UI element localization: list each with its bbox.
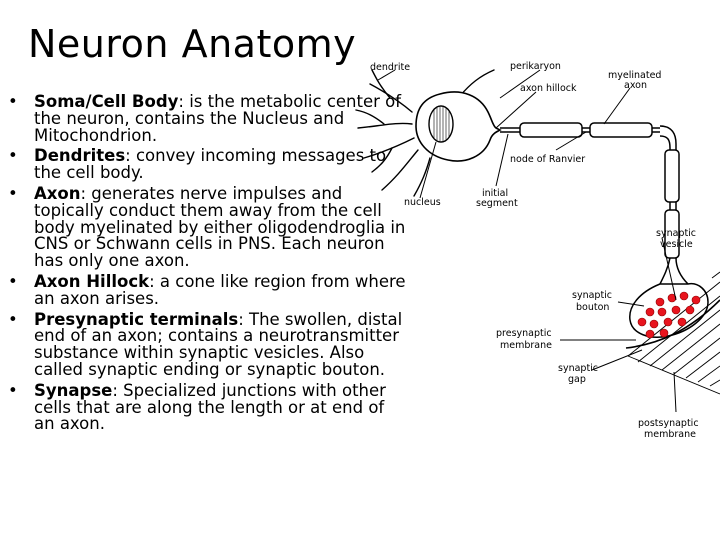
dendrite-branches: [355, 69, 495, 197]
nucleus-stipple: [433, 107, 450, 141]
bullet-dendrites: • Dendrites: convey incoming messages to …: [8, 146, 408, 183]
bullet-dot: •: [8, 380, 18, 400]
slide-title: Neuron Anatomy: [28, 22, 357, 66]
label-synaptic-gap-1: synaptic: [558, 363, 598, 374]
term-axon: Axon: [34, 183, 81, 203]
postsynaptic-membrane-edge: [625, 299, 720, 349]
term-synapse: Synapse: [34, 380, 113, 400]
bullet-axon: • Axon: generates nerve impulses and topi…: [8, 183, 408, 271]
label-axon-hillock: axon hillock: [520, 83, 577, 94]
label-synaptic-vesicle-1: synaptic: [656, 228, 696, 239]
label-nucleus: nucleus: [404, 197, 441, 208]
synaptic-vesicles: [637, 291, 701, 339]
label-initial-2: segment: [476, 198, 518, 209]
bullet-dot: •: [8, 183, 18, 203]
bullet-dot: •: [8, 92, 18, 111]
desc-soma: : is the metabolic center of the neuron,…: [34, 92, 402, 145]
axon: [500, 122, 689, 285]
bullet-dot: •: [8, 271, 18, 291]
bullet-dot: •: [8, 309, 18, 329]
label-myelinated-2: axon: [624, 80, 647, 91]
label-myelinated-1: myelinated: [608, 70, 661, 81]
desc-axon-hillock: : a cone like region from where an axon …: [34, 271, 406, 308]
desc-presynaptic: : The swollen, distal end of an axon; co…: [34, 309, 403, 379]
label-initial-1: initial: [482, 188, 508, 199]
label-synaptic-bouton-1: synaptic: [572, 290, 612, 301]
bullet-soma: • Soma/Cell Body: is the metabolic center…: [8, 92, 408, 145]
bullet-list: • Soma/Cell Body: is the metabolic center…: [8, 92, 408, 437]
label-postsynaptic-2: membrane: [644, 429, 696, 440]
term-soma: Soma/Cell Body: [34, 92, 179, 111]
term-axon-hillock: Axon Hillock: [34, 271, 150, 291]
label-synaptic-gap-2: gap: [568, 374, 586, 385]
label-synaptic-bouton-2: bouton: [576, 302, 609, 313]
nucleus-shape: [428, 105, 454, 143]
label-presynaptic-2: membrane: [500, 340, 552, 351]
label-presynaptic-1: presynaptic: [496, 328, 552, 339]
label-perikaryon: perikaryon: [510, 61, 561, 72]
desc-axon: : generates nerve impulses and topically…: [34, 183, 406, 271]
bullet-synapse: • Synapse: Specialized junctions with oth…: [8, 380, 408, 434]
label-postsynaptic-1: postsynaptic: [638, 418, 699, 429]
label-node-of-ranvier: node of Ranvier: [510, 154, 585, 165]
desc-synapse: : Specialized junctions with other cells…: [34, 380, 386, 434]
bullet-dot: •: [8, 146, 18, 166]
label-dendrite: dendrite: [370, 62, 410, 73]
bullet-axon-hillock: • Axon Hillock: a cone like region from w…: [8, 271, 408, 308]
bullet-presynaptic: • Presynaptic terminals: The swollen, dis…: [8, 309, 408, 379]
desc-dendrites: : convey incoming messages to the cell b…: [34, 146, 387, 183]
label-synaptic-vesicle-2: vesicle: [660, 239, 693, 250]
term-dendrites: Dendrites: [34, 146, 126, 166]
term-presynaptic: Presynaptic terminals: [34, 309, 239, 329]
leader-lines: [377, 69, 677, 413]
